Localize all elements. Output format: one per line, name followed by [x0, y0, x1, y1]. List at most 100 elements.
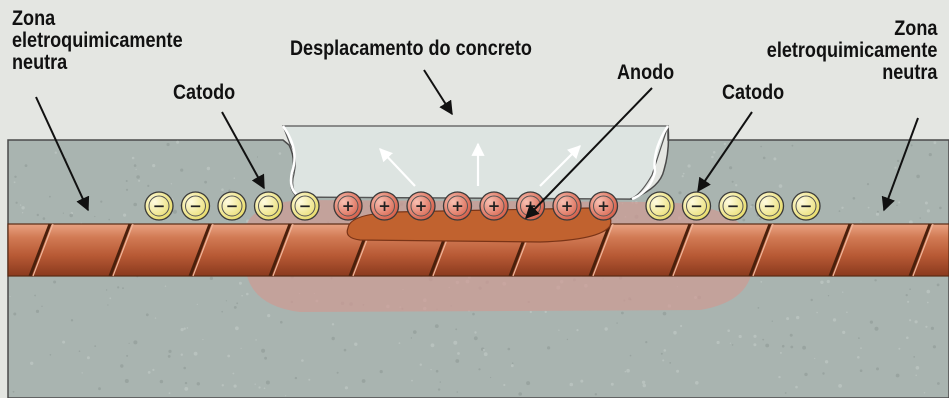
- speckle: [814, 358, 815, 359]
- speckle: [773, 157, 776, 160]
- speckle: [234, 177, 236, 179]
- speckle: [50, 354, 52, 356]
- speckle: [751, 204, 753, 206]
- speckle: [420, 364, 422, 366]
- speckle: [867, 183, 869, 185]
- speckle: [909, 319, 911, 321]
- speckle: [927, 209, 930, 212]
- speckle: [792, 145, 794, 147]
- speckle: [180, 169, 183, 172]
- speckle: [545, 311, 547, 313]
- speckle: [802, 346, 806, 350]
- speckle: [337, 372, 339, 374]
- speckle: [933, 345, 936, 348]
- speckle: [69, 214, 73, 218]
- speckle: [185, 382, 187, 384]
- speckle: [126, 180, 128, 182]
- speckle: [241, 348, 242, 349]
- speckle: [841, 207, 843, 209]
- speckle: [138, 180, 140, 182]
- speckle: [399, 342, 401, 344]
- cathode-right-label: Catodo: [722, 82, 784, 104]
- ion-symbol: −: [189, 197, 202, 215]
- speckle: [920, 217, 921, 218]
- negative-ion: −: [646, 192, 674, 220]
- speckle: [570, 383, 574, 387]
- speckle: [202, 339, 203, 340]
- speckle: [929, 153, 932, 156]
- speckle: [790, 346, 793, 349]
- speckle: [380, 370, 383, 373]
- speckle: [71, 319, 73, 321]
- speckle: [839, 210, 841, 212]
- speckle: [261, 349, 265, 353]
- negative-ion: −: [792, 192, 820, 220]
- speckle: [436, 370, 439, 373]
- ion-symbol: +: [415, 197, 428, 215]
- speckle: [171, 183, 172, 184]
- positive-ion: +: [480, 192, 508, 220]
- ion-symbol: −: [654, 197, 667, 215]
- speckle: [906, 294, 908, 296]
- speckle: [10, 296, 11, 297]
- speckle: [760, 281, 762, 283]
- speckle: [782, 345, 785, 348]
- ion-symbol: −: [763, 197, 776, 215]
- negative-ion: −: [255, 192, 283, 220]
- speckle: [727, 329, 730, 332]
- speckle: [804, 373, 807, 376]
- speckle: [857, 356, 860, 359]
- speckle: [490, 377, 491, 378]
- speckle: [257, 156, 258, 157]
- speckle: [176, 141, 179, 144]
- speckle: [626, 369, 630, 373]
- negative-ion: −: [719, 192, 747, 220]
- speckle: [474, 331, 476, 333]
- speckle: [822, 372, 824, 374]
- speckle: [109, 297, 111, 299]
- speckle: [132, 157, 135, 160]
- speckle: [197, 304, 198, 305]
- speckle: [107, 304, 108, 305]
- speckle: [688, 164, 691, 167]
- speckle: [883, 202, 885, 204]
- speckle: [661, 353, 663, 355]
- speckle: [682, 175, 684, 177]
- speckle: [345, 386, 348, 389]
- speckle: [13, 313, 16, 316]
- speckle: [683, 173, 685, 175]
- speckle: [235, 326, 239, 330]
- speckle: [184, 387, 188, 391]
- neutral-left-line-2: eletroquimicamente: [12, 30, 183, 52]
- ion-symbol: +: [342, 197, 355, 215]
- negative-ion: −: [182, 192, 210, 220]
- speckle: [925, 326, 927, 328]
- positive-ion: +: [553, 192, 581, 220]
- speckle: [870, 321, 873, 324]
- speckle: [94, 216, 95, 217]
- speckle: [152, 164, 155, 167]
- speckle: [662, 359, 664, 361]
- speckle: [927, 290, 931, 294]
- speckle: [676, 370, 679, 373]
- speckle: [197, 382, 200, 385]
- negative-ion: −: [218, 192, 246, 220]
- speckle: [204, 181, 207, 184]
- speckle: [898, 348, 900, 350]
- speckle: [483, 349, 485, 351]
- speckle: [645, 341, 647, 343]
- speckle: [241, 295, 243, 297]
- speckle: [780, 352, 782, 354]
- speckle: [595, 393, 597, 395]
- speckle: [927, 302, 929, 304]
- speckle: [472, 313, 475, 316]
- speckle: [877, 211, 879, 213]
- speckle: [181, 354, 183, 356]
- speckle: [478, 368, 480, 370]
- speckle: [621, 312, 624, 315]
- speckle: [255, 384, 256, 385]
- speckle: [168, 355, 171, 358]
- speckle: [874, 279, 876, 281]
- speckle: [898, 201, 900, 203]
